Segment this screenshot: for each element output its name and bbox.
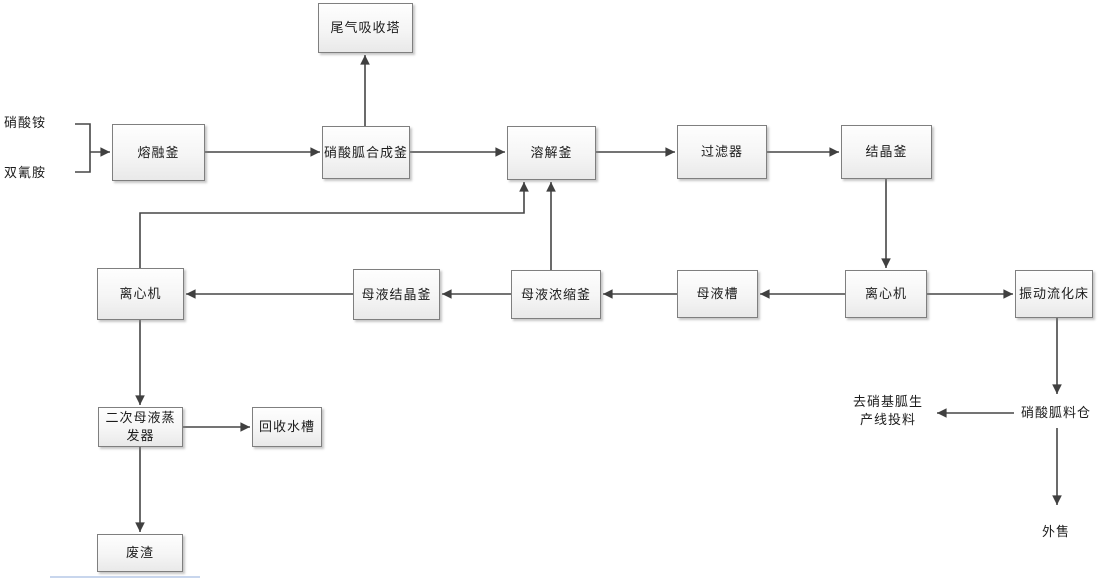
edge-inputs-bracket [75, 123, 91, 173]
node-mother-liquor-cryst: 母液结晶釜 [353, 269, 440, 320]
node-secondary-evaporator: 二次母液蒸发器 [98, 407, 183, 447]
label-to-nitroguanidine-line: 去硝基胍生产线投料 [852, 394, 923, 427]
label-external-sale: 外售 [1042, 524, 1071, 539]
node-waste-residue: 废渣 [97, 534, 183, 572]
node-centrifuge-right: 离心机 [845, 270, 927, 318]
edge-centrifuge-left-to-dissolving [139, 182, 529, 268]
node-recovery-water-tank: 回收水槽 [252, 407, 322, 447]
node-melting-kettle: 熔融釜 [112, 124, 205, 181]
node-mother-liquor-conc: 母液浓缩釜 [511, 270, 601, 319]
node-mother-liquor-tank: 母液槽 [677, 270, 758, 318]
label-dicyandiamide: 双氰胺 [4, 165, 47, 180]
node-crystallization-kettle: 结晶釜 [841, 125, 932, 179]
label-ammonium-nitrate: 硝酸铵 [4, 115, 47, 130]
node-filter: 过滤器 [677, 125, 767, 179]
node-vibrating-fluidized-bed: 振动流化床 [1015, 270, 1093, 318]
node-synthesis-kettle: 硝酸胍合成釜 [322, 126, 410, 179]
node-dissolving-kettle: 溶解釜 [507, 126, 596, 180]
node-centrifuge-left: 离心机 [97, 268, 184, 320]
label-guanidine-nitrate-silo: 硝酸胍料仓 [1021, 405, 1092, 420]
node-tail-gas-tower: 尾气吸收塔 [318, 3, 413, 53]
